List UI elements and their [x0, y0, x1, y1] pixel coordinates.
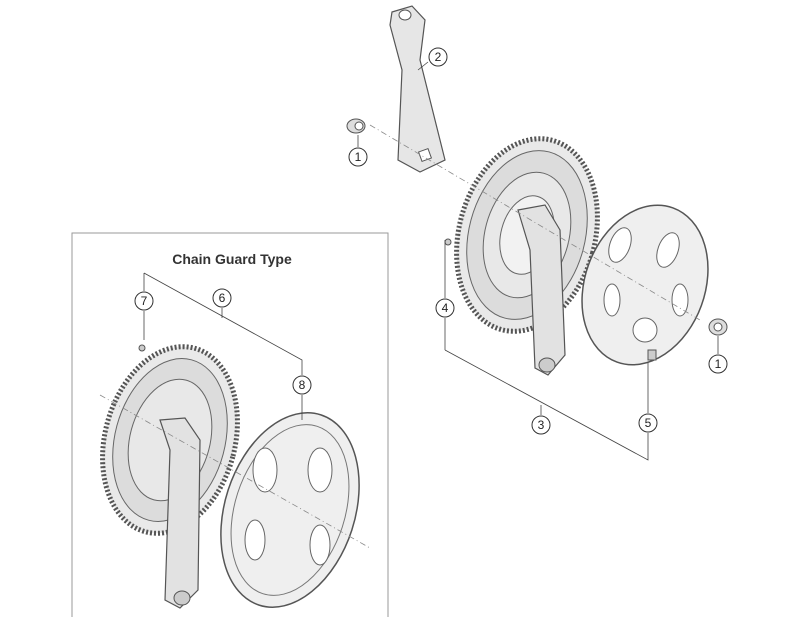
leader-lines: [99, 61, 719, 549]
svg-text:2: 2: [435, 50, 442, 64]
left-crank-arm: [389, 5, 446, 173]
right-chain-guard: [581, 204, 709, 366]
svg-text:1: 1: [715, 357, 722, 371]
chain-guard-nut: [647, 349, 657, 361]
callout-1-top: 1: [348, 147, 368, 167]
svg-text:4: 4: [442, 301, 449, 315]
svg-text:7: 7: [141, 294, 148, 308]
crank-bolt-left: [346, 118, 366, 134]
callout-5: 5: [638, 413, 658, 433]
svg-text:5: 5: [645, 416, 652, 430]
inset-crank-arm: [159, 417, 201, 609]
callout-4: 4: [435, 298, 455, 318]
callout-2: 2: [428, 47, 448, 67]
svg-text:6: 6: [219, 291, 226, 305]
svg-text:1: 1: [355, 150, 362, 164]
inset-screw: [138, 344, 146, 352]
svg-text:8: 8: [299, 378, 306, 392]
right-crank-arm: [517, 204, 566, 376]
callout-1-right: 1: [708, 354, 728, 374]
inset-frame: [71, 232, 389, 617]
crank-bolt-right: [708, 318, 728, 336]
inset-title: Chain Guard Type: [172, 251, 292, 267]
callout-6: 6: [212, 288, 232, 308]
callout-8: 8: [292, 375, 312, 395]
callout-7: 7: [134, 291, 154, 311]
callout-3: 3: [531, 415, 551, 435]
inset-chain-guard: [220, 412, 360, 608]
svg-text:3: 3: [538, 418, 545, 432]
chain-guard-screw: [444, 238, 452, 246]
